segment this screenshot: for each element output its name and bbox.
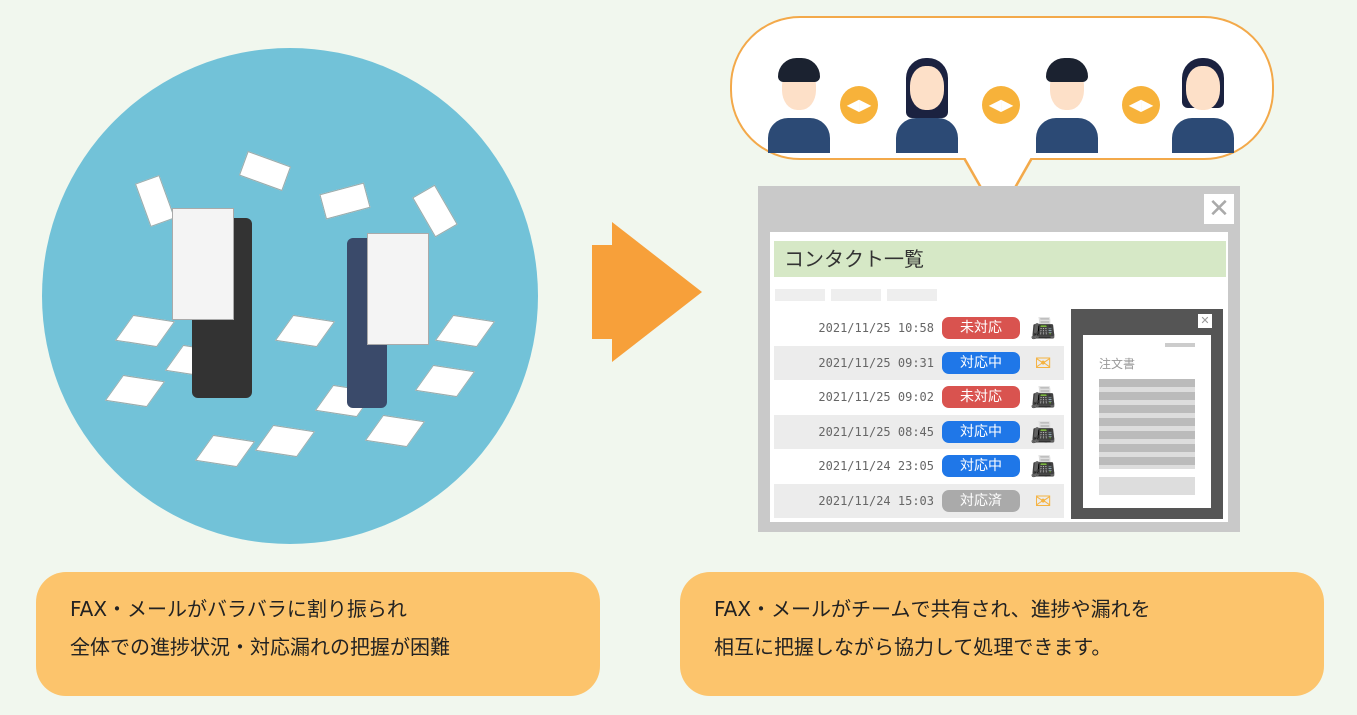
swap-icon: ◀▶ [1122, 86, 1160, 124]
document-title: 注文書 [1099, 357, 1136, 371]
contact-datetime: 2021/11/25 09:02 [818, 390, 934, 404]
status-badge: 対応中 [942, 455, 1020, 477]
arrow-head [612, 222, 702, 362]
mail-icon: ✉ [1034, 350, 1052, 375]
left-caption-line1: FAX・メールがバラバラに割り振られ [70, 597, 407, 621]
right-caption: FAX・メールがチームで共有され、進捗や漏れを 相互に把握しながら協力して処理で… [680, 572, 1324, 696]
contact-row[interactable]: 2021/11/24 23:05 対応中 📠 [774, 449, 1064, 483]
team-bubble: ◀▶ ◀▶ ◀▶ [730, 16, 1274, 160]
status-badge: 未対応 [942, 386, 1020, 408]
avatar-man-1 [764, 58, 834, 153]
contact-row[interactable]: 2021/11/25 08:45 対応中 📠 [774, 414, 1064, 449]
close-icon[interactable]: ✕ [1204, 194, 1234, 224]
window-title: コンタクト一覧 [774, 241, 1226, 277]
contact-datetime: 2021/11/24 23:05 [818, 459, 934, 473]
contact-datetime: 2021/11/25 08:45 [818, 424, 934, 439]
right-caption-line1: FAX・メールがチームで共有され、進捗や漏れを [714, 597, 1151, 621]
swap-icon: ◀▶ [982, 86, 1020, 124]
fax-icon: 📠 [1030, 316, 1056, 340]
fax-icon: 📠 [1030, 419, 1056, 444]
avatar-woman-1 [892, 58, 962, 153]
contact-row[interactable]: 2021/11/25 10:58 未対応 📠 [774, 311, 1064, 345]
avatar-woman-2 [1168, 58, 1238, 153]
document-close-icon[interactable]: ✕ [1198, 314, 1212, 328]
status-badge: 対応中 [942, 351, 1020, 374]
contact-datetime: 2021/11/25 09:31 [818, 355, 934, 370]
status-badge: 未対応 [942, 317, 1020, 339]
left-caption: FAX・メールがバラバラに割り振られ 全体での進捗状況・対応漏れの把握が困難 [36, 572, 600, 696]
status-badge: 対応中 [942, 420, 1020, 443]
document-page: 注文書 [1083, 335, 1211, 508]
right-caption-line2: 相互に把握しながら協力して処理できます。 [714, 635, 1112, 659]
contact-datetime: 2021/11/25 10:58 [818, 321, 934, 335]
busy-office-illustration [42, 48, 538, 544]
contact-row[interactable]: 2021/11/24 15:03 対応済 ✉ [774, 483, 1064, 518]
fax-icon: 📠 [1030, 454, 1056, 478]
contact-row[interactable]: 2021/11/25 09:31 対応中 ✉ [774, 345, 1064, 380]
avatar-man-2 [1032, 58, 1102, 153]
tab[interactable] [831, 289, 881, 301]
tab[interactable] [775, 289, 825, 301]
contact-row[interactable]: 2021/11/25 09:02 未対応 📠 [774, 380, 1064, 414]
contact-datetime: 2021/11/24 15:03 [818, 493, 934, 508]
swap-icon: ◀▶ [840, 86, 878, 124]
mail-icon: ✉ [1034, 488, 1052, 513]
fax-icon: 📠 [1030, 385, 1056, 409]
status-badge: 対応済 [942, 489, 1020, 512]
tab[interactable] [887, 289, 937, 301]
left-caption-line2: 全体での進捗状況・対応漏れの把握が困難 [70, 635, 450, 659]
